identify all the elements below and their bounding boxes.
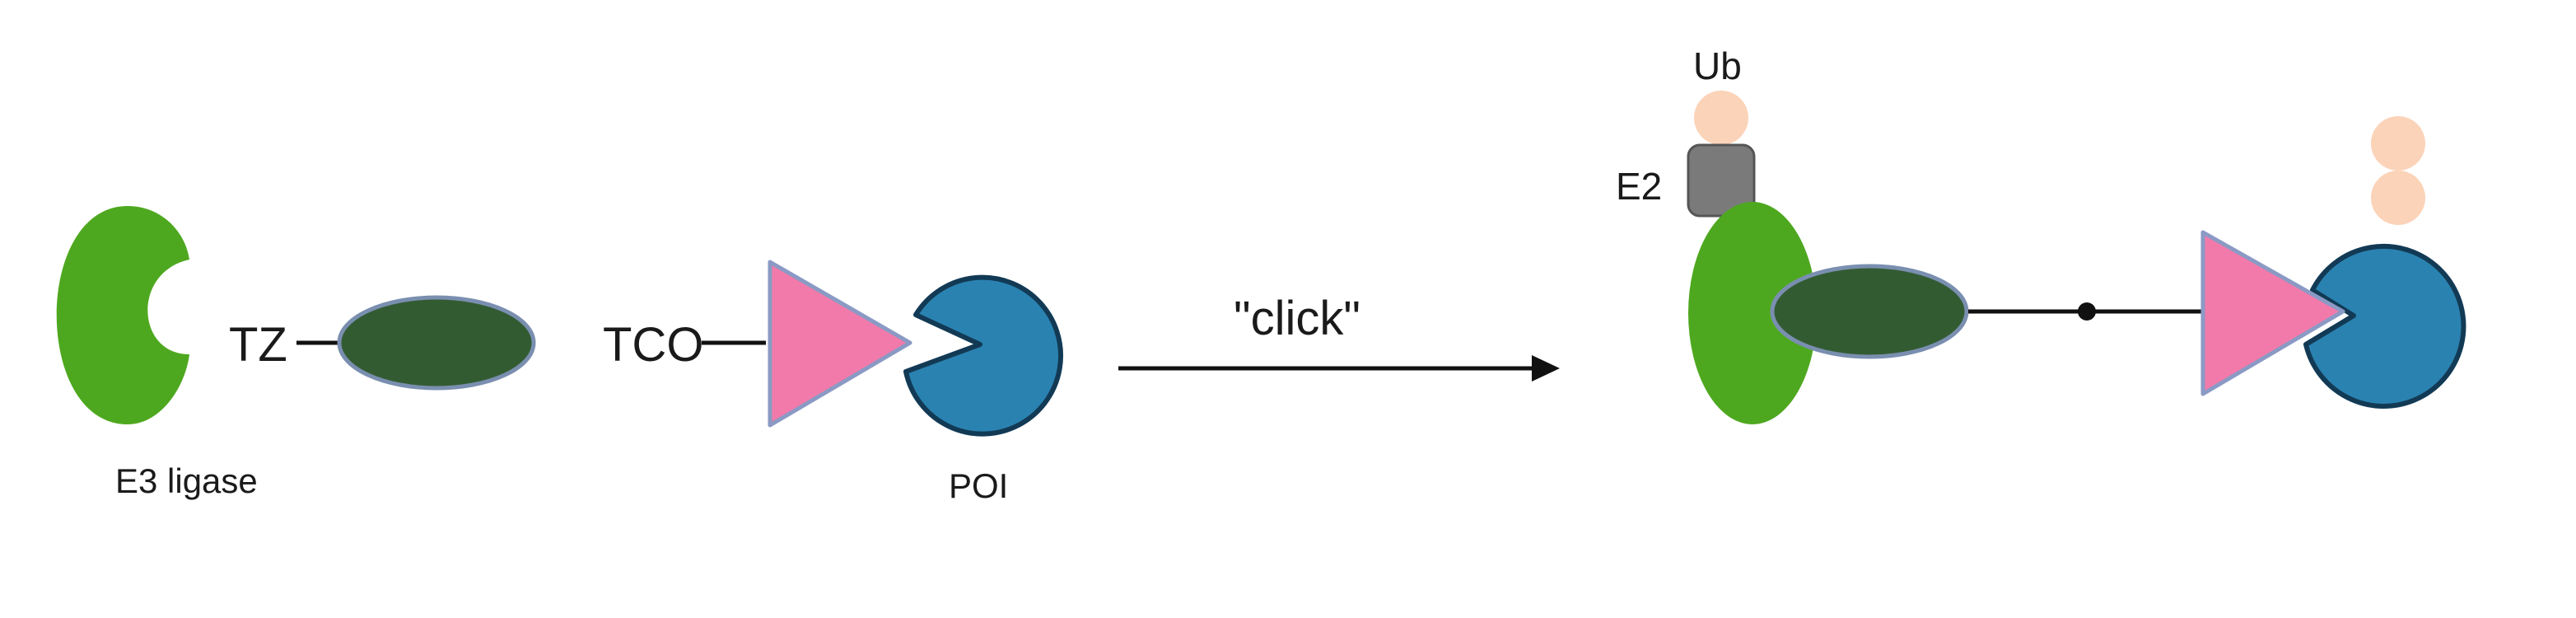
- e3-ligase-complex-shape: [1688, 202, 1817, 424]
- poi-label: POI: [949, 466, 1008, 505]
- ub-label: Ub: [1693, 44, 1742, 87]
- reaction-arrow-head: [1532, 355, 1560, 382]
- click-label: "click": [1234, 292, 1360, 345]
- warhead-triangle-complex: [2200, 230, 2345, 396]
- poi-pacman-complex-shape: [2303, 243, 2466, 409]
- poi-pacman-shape: [903, 274, 1063, 437]
- ub-circle: [1694, 91, 1748, 145]
- ligand-ellipse-complex: [1770, 264, 1969, 359]
- click-junction-dot: [2078, 302, 2096, 321]
- ligand-ellipse: [337, 295, 536, 391]
- e2-block: [1687, 143, 1756, 218]
- e3-ligase-shape: [56, 206, 189, 424]
- tco-label: TCO: [603, 318, 703, 372]
- warhead-triangle: [768, 260, 912, 428]
- tz-label: TZ: [229, 318, 287, 372]
- e3-ligase-label: E3 ligase: [115, 461, 258, 500]
- ub-chain-circle-top: [2371, 116, 2425, 171]
- ub-chain-circle-bottom: [2371, 171, 2425, 225]
- e2-label: E2: [1616, 165, 1662, 208]
